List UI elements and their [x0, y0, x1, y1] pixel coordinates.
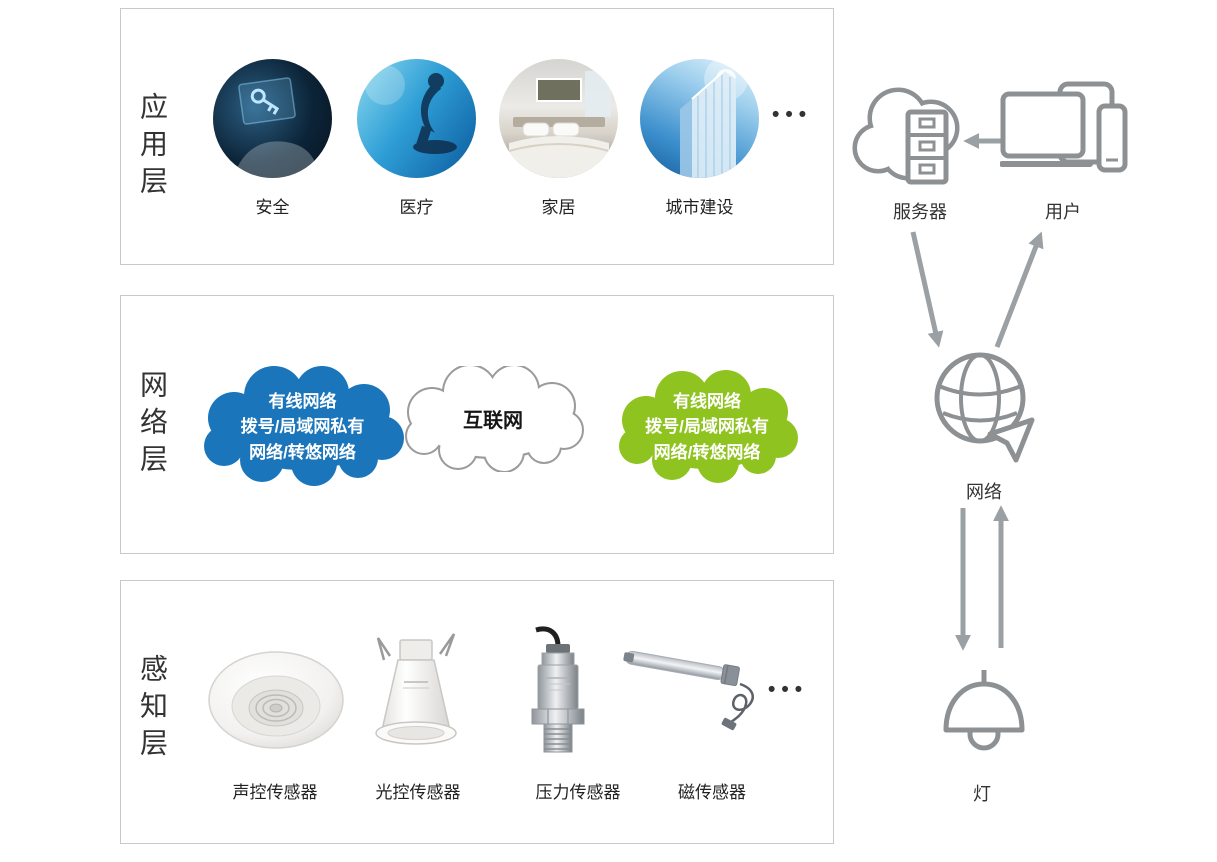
internet-label: 互联网 [463, 409, 523, 432]
medical-label: 医疗 [399, 198, 434, 217]
user-label: 用户 [1045, 202, 1081, 222]
user-devices-icon [1000, 81, 1128, 173]
magnetic-sensor-image [623, 650, 754, 731]
wired-network-cloud-right [619, 370, 798, 483]
cloud-left-line-3: 网络/转悠网络 [249, 442, 356, 462]
city-photo [640, 59, 759, 178]
security-label: 安全 [255, 198, 290, 217]
arrow-server-to-network [910, 231, 944, 348]
network-layer-label: 网络层 [137, 370, 168, 481]
pressure-sensor-label: 压力传感器 [535, 783, 621, 802]
network-label: 网络 [966, 482, 1002, 502]
cloud-right-line-3: 网络/转悠网络 [653, 442, 761, 462]
perception-ellipsis: ••• [768, 678, 809, 701]
sound-sensor-image [208, 651, 344, 749]
internet-cloud [405, 366, 584, 472]
server-label: 服务器 [893, 202, 947, 222]
medical-photo [357, 59, 476, 178]
cloud-right-line-2: 拨号/局域网私有 [645, 417, 769, 437]
server-cloud-icon [852, 87, 960, 185]
home-photo [499, 59, 618, 178]
lamp-icon [943, 670, 1025, 751]
wired-network-text-left: 有线网络 拨号/局域网私有 网络/转悠网络 [200, 376, 405, 478]
wired-network-text-right: 有线网络 拨号/局域网私有 网络/转悠网络 [614, 378, 800, 476]
city-label: 城市建设 [665, 198, 734, 217]
arrow-network-to-user [994, 231, 1044, 348]
sound-sensor-label: 声控传感器 [232, 783, 318, 802]
cloud-left-line-1: 有线网络 [268, 391, 337, 411]
light-sensor-image [375, 633, 457, 745]
application-layer-label: 应用层 [137, 92, 168, 203]
light-sensor-label: 光控传感器 [375, 783, 461, 802]
pressure-sensor-image [531, 626, 585, 753]
lamp-label: 灯 [973, 784, 991, 804]
home-label: 家居 [541, 198, 576, 217]
security-photo [213, 59, 332, 178]
application-ellipsis: ••• [772, 103, 813, 126]
internet-cloud-text: 互联网 [400, 378, 586, 458]
network-globe-icon [934, 352, 1035, 463]
perception-layer-label: 感知层 [137, 654, 168, 765]
wired-network-cloud-left [204, 366, 404, 486]
magnetic-sensor-label: 磁传感器 [678, 783, 746, 802]
cloud-left-line-2: 拨号/局域网私有 [240, 417, 365, 437]
cloud-right-line-1: 有线网络 [673, 391, 741, 411]
